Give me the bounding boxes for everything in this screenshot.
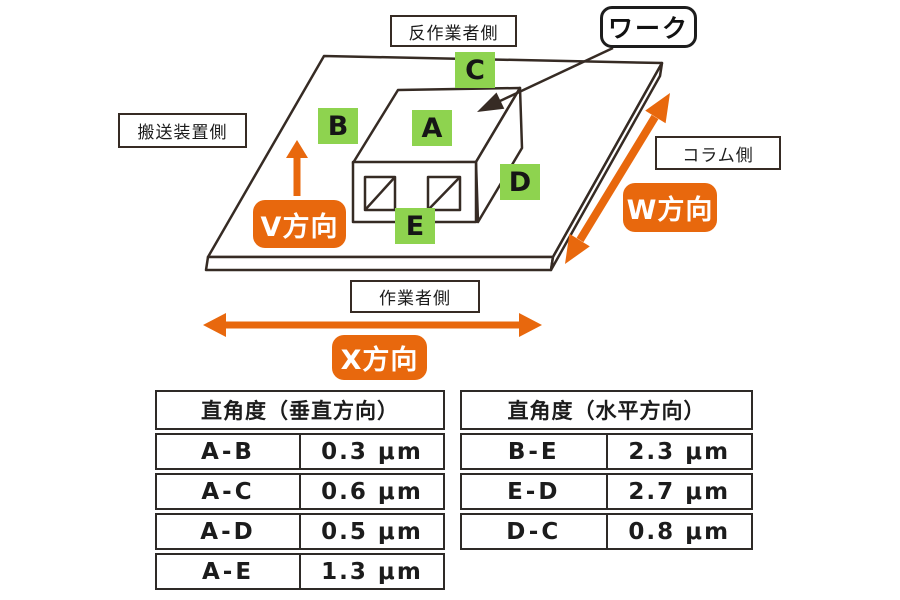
v-direction-badge: V方向 xyxy=(253,200,346,248)
pair-cell: A-E xyxy=(157,555,301,588)
table-header: 直角度（水平方向） xyxy=(460,390,753,430)
pair-cell: A-D xyxy=(157,515,301,548)
value-cell: 2.3 μm xyxy=(628,438,731,465)
value-cell: 0.6 μm xyxy=(321,478,423,505)
table-row: A-D 0.5 μm xyxy=(155,513,445,550)
pair-cell: A-B xyxy=(157,435,301,468)
table-header: 直角度（垂直方向） xyxy=(155,390,445,430)
workpiece-right-face xyxy=(474,86,524,224)
face-marker-e: E xyxy=(395,208,435,244)
work-callout-label: ワーク xyxy=(600,6,697,48)
workpiece-hole-right-diagonal xyxy=(427,176,461,211)
face-marker-d: D xyxy=(500,164,540,200)
pair-cell: A-C xyxy=(157,475,301,508)
work-pointer-arrow xyxy=(477,46,614,112)
value-cell: 0.8 μm xyxy=(628,518,731,545)
pair-cell: D-C xyxy=(462,515,608,548)
x-direction-arrow xyxy=(203,313,542,337)
face-marker-a: A xyxy=(412,110,452,146)
label-front-side: 作業者側 xyxy=(350,280,480,313)
label-back-side: 反作業者側 xyxy=(390,15,517,47)
table-row: E-D 2.7 μm xyxy=(460,473,753,510)
plate-front-edge xyxy=(204,255,555,272)
label-right-side: コラム側 xyxy=(655,136,781,170)
w-direction-arrow xyxy=(565,93,670,264)
table-row: A-C 0.6 μm xyxy=(155,473,445,510)
v-direction-arrow xyxy=(286,140,308,196)
face-marker-b: B xyxy=(318,108,358,144)
table-vertical-perpendicularity: 直角度（垂直方向） A-B 0.3 μm A-C 0.6 μm A-D 0.5 … xyxy=(155,390,445,590)
table-horizontal-perpendicularity: 直角度（水平方向） B-E 2.3 μm E-D 2.7 μm D-C 0.8 … xyxy=(460,390,753,550)
pair-cell: B-E xyxy=(462,435,608,468)
table-row: D-C 0.8 μm xyxy=(460,513,753,550)
value-cell: 0.5 μm xyxy=(321,518,423,545)
w-direction-badge: W方向 xyxy=(623,183,717,232)
x-direction-badge: X方向 xyxy=(332,335,427,380)
value-cell: 0.3 μm xyxy=(321,438,423,465)
pair-cell: E-D xyxy=(462,475,608,508)
value-cell: 1.3 μm xyxy=(321,558,423,585)
plate-right-edge xyxy=(549,61,664,272)
table-row: A-B 0.3 μm xyxy=(155,433,445,470)
table-row: A-E 1.3 μm xyxy=(155,553,445,590)
value-cell: 2.7 μm xyxy=(628,478,731,505)
table-row: B-E 2.3 μm xyxy=(460,433,753,470)
face-marker-c: C xyxy=(455,52,495,88)
workpiece-hole-left-diagonal xyxy=(364,176,396,211)
label-left-side: 搬送装置側 xyxy=(118,113,247,148)
